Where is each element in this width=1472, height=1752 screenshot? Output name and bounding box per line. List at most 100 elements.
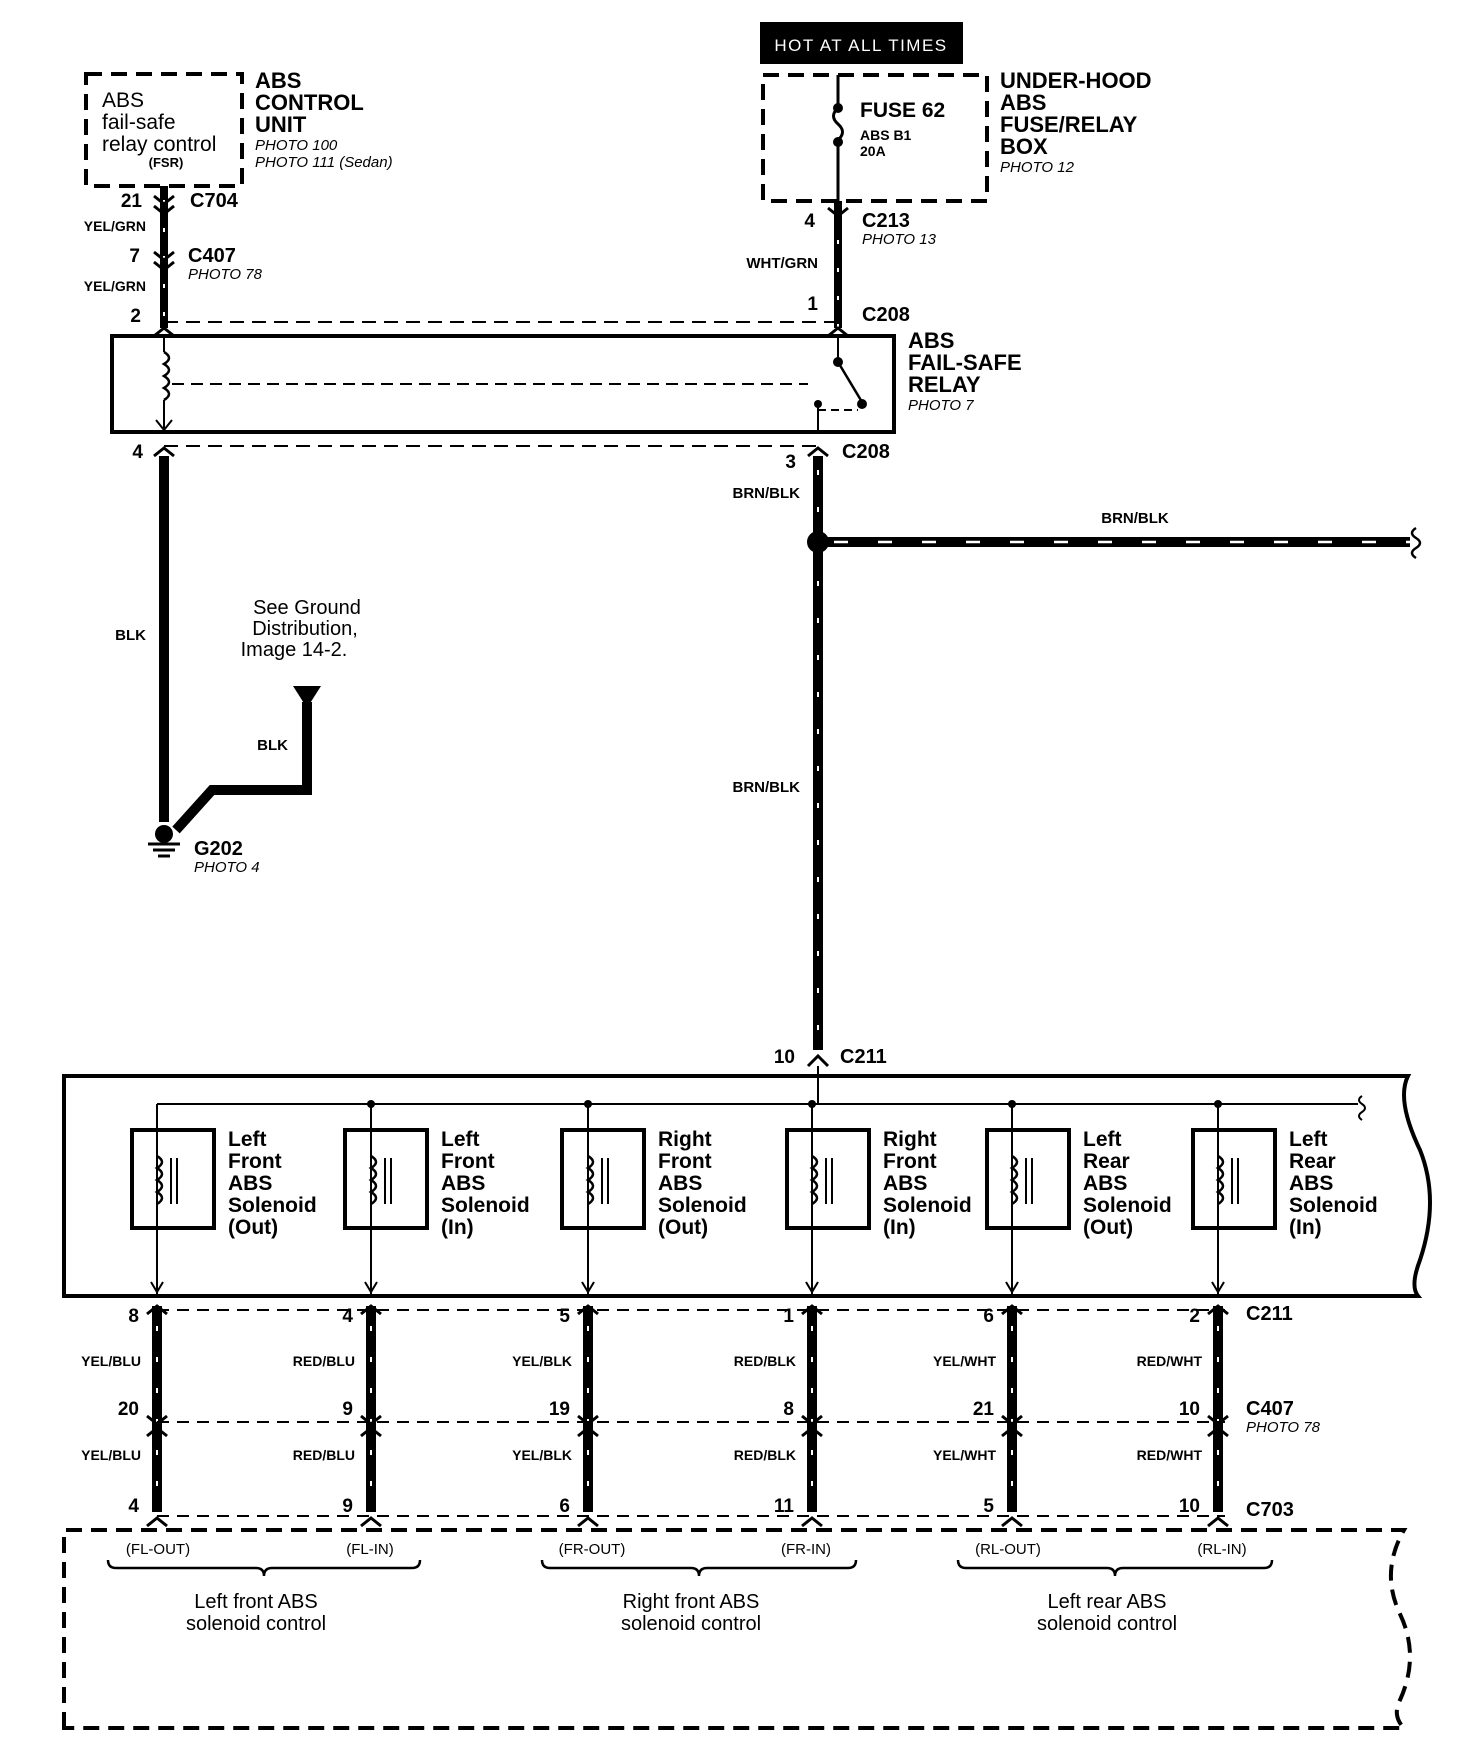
connector-c213-photo: PHOTO 13 <box>862 231 937 248</box>
solenoid-label-line: Solenoid <box>228 1194 317 1217</box>
pin-c703: 6 <box>559 1496 570 1517</box>
fuse-box-name-2: ABS <box>1000 90 1046 115</box>
relay-photo: PHOTO 7 <box>908 397 974 414</box>
wire-color-label: YEL/BLK <box>512 1447 572 1463</box>
wire-color-label: YEL/BLU <box>81 1353 141 1369</box>
connector-c211-top: C211 <box>840 1046 887 1068</box>
solenoid-2: LeftFrontABSSolenoid(In)499RED/BLURED/BL… <box>293 1100 530 1528</box>
solenoid-label-line: (Out) <box>1083 1216 1133 1239</box>
solenoid-label-line: ABS <box>1289 1172 1333 1195</box>
connector-c208-top: C208 <box>862 304 910 326</box>
pin-c211: 5 <box>559 1306 570 1327</box>
solenoid-label-line: Front <box>441 1150 495 1173</box>
pin-c211: 2 <box>1189 1306 1200 1327</box>
bus-continues-icon <box>1358 1095 1366 1121</box>
wire-color-label: RED/BLU <box>293 1353 355 1369</box>
solenoid-box <box>130 1128 216 1230</box>
wire-label-brn-blk-1: BRN/BLK <box>733 485 801 502</box>
connector-c213: C213 <box>862 210 910 232</box>
pin-c211: 8 <box>128 1306 139 1327</box>
control-out-label: (FR-OUT) <box>559 1541 626 1558</box>
pin-c208-1: 1 <box>807 294 818 315</box>
connector-c407-bottom: C407 <box>1246 1398 1294 1420</box>
solenoid-label-line: (In) <box>883 1216 916 1239</box>
wire-continues-icon <box>1410 526 1422 560</box>
pin-c407: 8 <box>783 1399 794 1420</box>
wire-label-blk-2: BLK <box>257 737 288 754</box>
wire-color-label: YEL/WHT <box>933 1447 996 1463</box>
solenoid-box <box>785 1128 871 1230</box>
solenoid-label-line: Left <box>1083 1128 1122 1151</box>
solenoids-layer: LeftFrontABSSolenoid(Out)8204YEL/BLUYEL/… <box>81 1100 1378 1528</box>
solenoid-coil-icon <box>585 1154 595 1206</box>
solenoid-coil-icon <box>1215 1154 1225 1206</box>
solenoid-label-line: Left <box>441 1128 480 1151</box>
ground-g202-icon <box>148 825 180 858</box>
control-desc-line: solenoid control <box>621 1613 761 1635</box>
wire-color-label: RED/WHT <box>1137 1353 1203 1369</box>
pin-c407-7: 7 <box>129 246 140 267</box>
wire-color-label: YEL/BLU <box>81 1447 141 1463</box>
connector-c407-top: C407 <box>188 245 236 267</box>
fsr-box-line-2: fail-safe <box>102 111 176 134</box>
ground-note-1: See Ground <box>253 597 361 619</box>
abs-control-unit-bottom-box <box>62 1528 1412 1730</box>
solenoid-5: LeftRearABSSolenoid(Out)6215YEL/WHTYEL/W… <box>933 1100 1172 1528</box>
solenoid-label-line: (In) <box>441 1216 474 1239</box>
solenoid-label-line: (In) <box>1289 1216 1322 1239</box>
abs-control-unit-name-3: UNIT <box>255 112 307 137</box>
solenoid-label-line: Rear <box>1289 1150 1336 1173</box>
control-in-label: (RL-IN) <box>1197 1541 1246 1558</box>
wire-color-label: RED/BLK <box>734 1447 796 1463</box>
pin-c703: 9 <box>342 1496 353 1517</box>
fuse-icon <box>832 106 844 142</box>
solenoid-3: RightFrontABSSolenoid(Out)5196YEL/BLKYEL… <box>512 1100 747 1528</box>
solenoid-box <box>1191 1128 1277 1230</box>
solenoid-label-line: Right <box>883 1128 937 1151</box>
fsr-box-line-4: (FSR) <box>149 155 184 170</box>
fuse-sub-1: ABS B1 <box>860 127 912 143</box>
pin-c407: 10 <box>1179 1399 1200 1420</box>
brace-icon <box>540 1559 858 1577</box>
solenoid-label-line: ABS <box>883 1172 927 1195</box>
control-in-label: (FL-IN) <box>346 1541 394 1558</box>
solenoid-label-line: Rear <box>1083 1150 1130 1173</box>
relay-name-3: RELAY <box>908 372 981 397</box>
control-desc-line: solenoid control <box>186 1613 326 1635</box>
fuse-62-label: FUSE 62 <box>860 99 945 122</box>
wire-ground-blk <box>159 456 312 834</box>
ground-note-3: Image 14-2. <box>241 639 348 661</box>
abs-control-unit-name-1: ABS <box>255 68 301 93</box>
ground-arrow-icon <box>293 686 321 708</box>
control-in-label: (FR-IN) <box>781 1541 831 1558</box>
solenoid-label-line: ABS <box>441 1172 485 1195</box>
solenoid-coil-icon <box>1009 1154 1019 1206</box>
abs-control-unit-photo-2: PHOTO 111 (Sedan) <box>255 154 393 171</box>
solenoid-label-line: Front <box>228 1150 282 1173</box>
wire-label-brn-blk-2: BRN/BLK <box>1101 510 1169 527</box>
solenoid-label-line: Solenoid <box>883 1194 972 1217</box>
control-out-label: (FL-OUT) <box>126 1541 190 1558</box>
relay-name-2: FAIL-SAFE <box>908 350 1022 375</box>
connector-c208-bottom: C208 <box>842 441 890 463</box>
connector-c407-top-photo: PHOTO 78 <box>188 266 263 283</box>
solenoid-module-box <box>62 1074 1432 1298</box>
brace-icon <box>106 1559 422 1577</box>
solenoid-label-line: Solenoid <box>1083 1194 1172 1217</box>
solenoid-label-line: ABS <box>658 1172 702 1195</box>
fuse-box-name-1: UNDER-HOOD <box>1000 68 1152 93</box>
ground-g202-label: G202 <box>194 838 243 860</box>
solenoid-label-line: Left <box>228 1128 267 1151</box>
connector-c704: C704 <box>190 190 239 212</box>
wire-color-label: RED/BLU <box>293 1447 355 1463</box>
control-out-label: (RL-OUT) <box>975 1541 1041 1558</box>
pin-c703: 5 <box>983 1496 994 1517</box>
wire-label-yel-grn-2: YEL/GRN <box>84 278 146 294</box>
pin-relay-4: 4 <box>132 442 143 463</box>
abs-control-unit-photo-1: PHOTO 100 <box>255 137 338 154</box>
connector-c703: C703 <box>1246 1499 1294 1521</box>
fuse-sub-2: 20A <box>860 143 886 159</box>
